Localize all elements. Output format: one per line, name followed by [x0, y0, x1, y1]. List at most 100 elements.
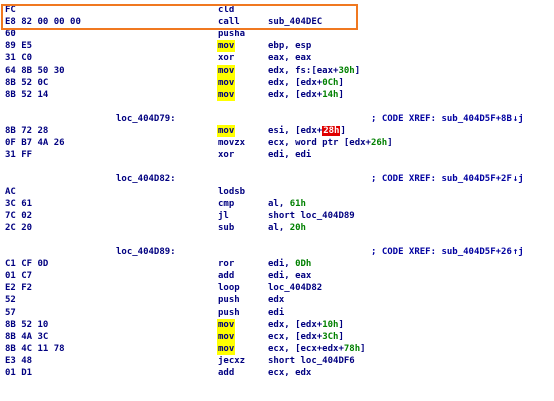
instruction-line[interactable]: 57 push edi — [0, 307, 554, 319]
instruction-line[interactable]: 01 D1 add ecx, edx — [0, 367, 554, 379]
operands[interactable]: edx, [edx+14h] — [268, 89, 344, 101]
instruction-line[interactable]: 01 C7 add edi, eax — [0, 270, 554, 282]
operands[interactable]: sub_404DEC — [268, 16, 322, 28]
mnemonic-highlighted[interactable]: mov — [217, 76, 236, 89]
opcode-bytes: 01 C7 — [5, 271, 33, 282]
operands[interactable]: edx — [268, 294, 284, 306]
operands[interactable]: ecx, edx — [268, 367, 311, 379]
opcode-bytes: 8B 4C 11 78 — [5, 343, 65, 354]
mnemonic[interactable]: lodsb — [218, 186, 246, 197]
mnemonic[interactable]: movzx — [218, 138, 246, 149]
instruction-line[interactable]: 8B 4C 11 78 mov ecx, [ecx+edx+78h] — [0, 342, 554, 355]
opcode-bytes: C1 CF 0D — [5, 259, 49, 270]
operands[interactable]: ecx, [ecx+edx+78h] — [268, 343, 366, 355]
mnemonic[interactable]: xor — [218, 53, 235, 64]
mnemonic[interactable]: cld — [218, 5, 235, 15]
instruction-line[interactable]: 8B 52 10 mov edx, [edx+10h] — [0, 318, 554, 331]
mnemonic-highlighted[interactable]: mov — [217, 64, 236, 77]
code-xref-comment[interactable]: ; CODE XREF: sub_404D5F+26↑j — [371, 246, 524, 258]
operand-text: al, — [268, 198, 290, 209]
mnemonic[interactable]: add — [218, 271, 235, 282]
code-xref-comment[interactable]: ; CODE XREF: sub_404D5F+2F↓j — [371, 173, 524, 185]
operands[interactable]: al, 61h — [268, 198, 306, 210]
label-line[interactable]: loc_404D89: ; CODE XREF: sub_404D5F+26↑j — [0, 246, 554, 258]
mnemonic[interactable]: jl — [218, 210, 229, 221]
operands[interactable]: edx, [edx+10h] — [268, 319, 344, 331]
opcode-bytes: E8 82 00 00 00 — [5, 17, 81, 28]
operands[interactable]: loc_404D82 — [268, 282, 322, 294]
label-line[interactable]: loc_404D82: ; CODE XREF: sub_404D5F+2F↓j — [0, 173, 554, 185]
operands[interactable]: ebp, esp — [268, 40, 311, 52]
mnemonic-highlighted[interactable]: mov — [217, 125, 236, 137]
instruction-line[interactable]: E8 82 00 00 00 call sub_404DEC — [0, 16, 554, 28]
mnemonic[interactable]: loop — [218, 283, 240, 294]
mnemonic-highlighted[interactable]: mov — [217, 318, 236, 331]
mnemonic[interactable]: push — [218, 307, 240, 318]
operands[interactable]: edi — [268, 307, 284, 319]
mnemonic-highlighted[interactable]: mov — [217, 88, 236, 101]
mnemonic-highlighted[interactable]: mov — [217, 330, 236, 343]
mnemonic[interactable]: call — [218, 17, 240, 28]
mnemonic[interactable]: ror — [218, 259, 235, 270]
xref-arrow-icon: ↑j — [512, 247, 524, 257]
operands[interactable]: edi, eax — [268, 270, 311, 282]
opcode-bytes: 2C 20 — [5, 222, 33, 233]
operand-text: ] — [338, 89, 344, 100]
blank-line — [0, 161, 554, 173]
operands[interactable]: esi, [edx+28h] — [268, 125, 346, 137]
mnemonic[interactable]: xor — [218, 150, 235, 161]
instruction-line[interactable]: 52 push edx — [0, 294, 554, 306]
code-xref-comment[interactable]: ; CODE XREF: sub_404D5F+8B↓j — [371, 113, 524, 125]
instruction-line[interactable]: 8B 52 14 mov edx, [edx+14h] — [0, 88, 554, 101]
operands[interactable]: edi, edi — [268, 149, 311, 161]
operands[interactable]: short loc_404D89 — [268, 210, 355, 222]
code-label[interactable]: loc_404D79: — [116, 113, 176, 124]
instruction-line[interactable]: 2C 20 sub al, 20h — [0, 222, 554, 234]
opcode-bytes: 57 — [5, 307, 16, 318]
opcode-bytes: 8B 52 14 — [5, 89, 49, 100]
opcode-bytes: 52 — [5, 295, 16, 306]
mnemonic[interactable]: cmp — [218, 198, 235, 209]
operand-text: edi — [268, 307, 285, 318]
operands[interactable]: edx, [edx+0Ch] — [268, 77, 344, 89]
code-label[interactable]: loc_404D89: — [116, 247, 176, 257]
operands[interactable]: edi, 0Dh — [268, 258, 311, 270]
mnemonic[interactable]: sub — [218, 222, 235, 233]
mnemonic-highlighted[interactable]: mov — [217, 40, 236, 53]
immediate-value: 3Ch — [322, 331, 339, 342]
mnemonic[interactable]: pusha — [218, 29, 246, 40]
operand-text: edi, — [268, 259, 296, 270]
label-line[interactable]: loc_404D79: ; CODE XREF: sub_404D5F+8B↓j — [0, 113, 554, 125]
operands[interactable]: ecx, word ptr [edx+26h] — [268, 137, 393, 149]
opcode-bytes: 3C 61 — [5, 198, 33, 209]
instruction-line[interactable]: C1 CF 0D ror edi, 0Dh — [0, 258, 554, 270]
mnemonic[interactable]: jecxz — [218, 355, 246, 366]
operands[interactable]: al, 20h — [268, 222, 306, 234]
mnemonic-highlighted[interactable]: mov — [217, 342, 236, 355]
instruction-line[interactable]: 3C 61 cmp al, 61h — [0, 198, 554, 210]
operands[interactable]: short loc_404DF6 — [268, 355, 355, 367]
operands[interactable]: edx, fs:[eax+30h] — [268, 65, 360, 77]
mnemonic[interactable]: add — [218, 368, 235, 378]
opcode-bytes: 8B 52 10 — [5, 319, 49, 330]
opcode-bytes: 01 D1 — [5, 368, 33, 378]
operands[interactable]: ecx, [edx+3Ch] — [268, 331, 344, 343]
mnemonic[interactable]: push — [218, 295, 240, 306]
operands[interactable]: eax, eax — [268, 52, 311, 64]
code-label[interactable]: loc_404D82: — [116, 174, 176, 185]
